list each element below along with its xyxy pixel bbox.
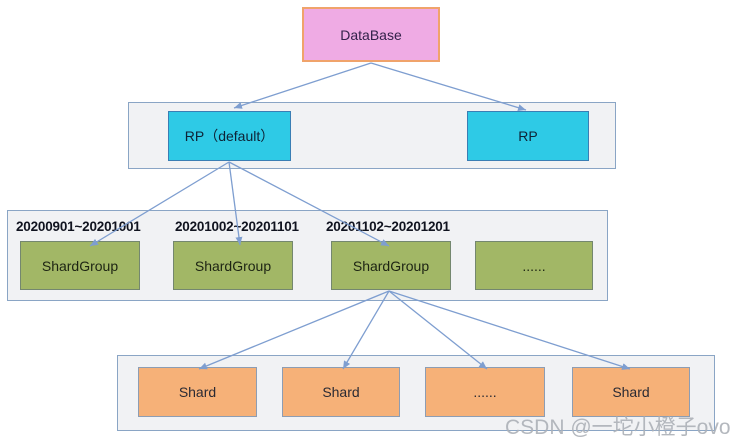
shard-node-1: Shard: [138, 367, 257, 417]
shardgroup-node-ellipsis: ......: [475, 241, 593, 290]
shard-node-ellipsis: ......: [425, 367, 545, 417]
shardgroup-date-range-1: 20200901~20201001: [16, 219, 141, 234]
rp-node: RP: [467, 111, 589, 161]
shardgroup-node-2: ShardGroup: [173, 241, 293, 290]
rp-default-node: RP（default）: [168, 111, 291, 161]
shard-node-2: Shard: [282, 367, 400, 417]
shardgroup-node-3: ShardGroup: [331, 241, 451, 290]
shardgroup-date-range-2: 20201002~20201101: [175, 219, 299, 234]
database-node: DataBase: [302, 7, 440, 62]
shard-node-3: Shard: [572, 367, 690, 417]
shardgroup-date-range-3: 20201102~20201201: [326, 219, 450, 234]
shardgroup-node-1: ShardGroup: [20, 241, 140, 290]
csdn-watermark: CSDN @一坨小橙子ovo: [505, 416, 730, 439]
